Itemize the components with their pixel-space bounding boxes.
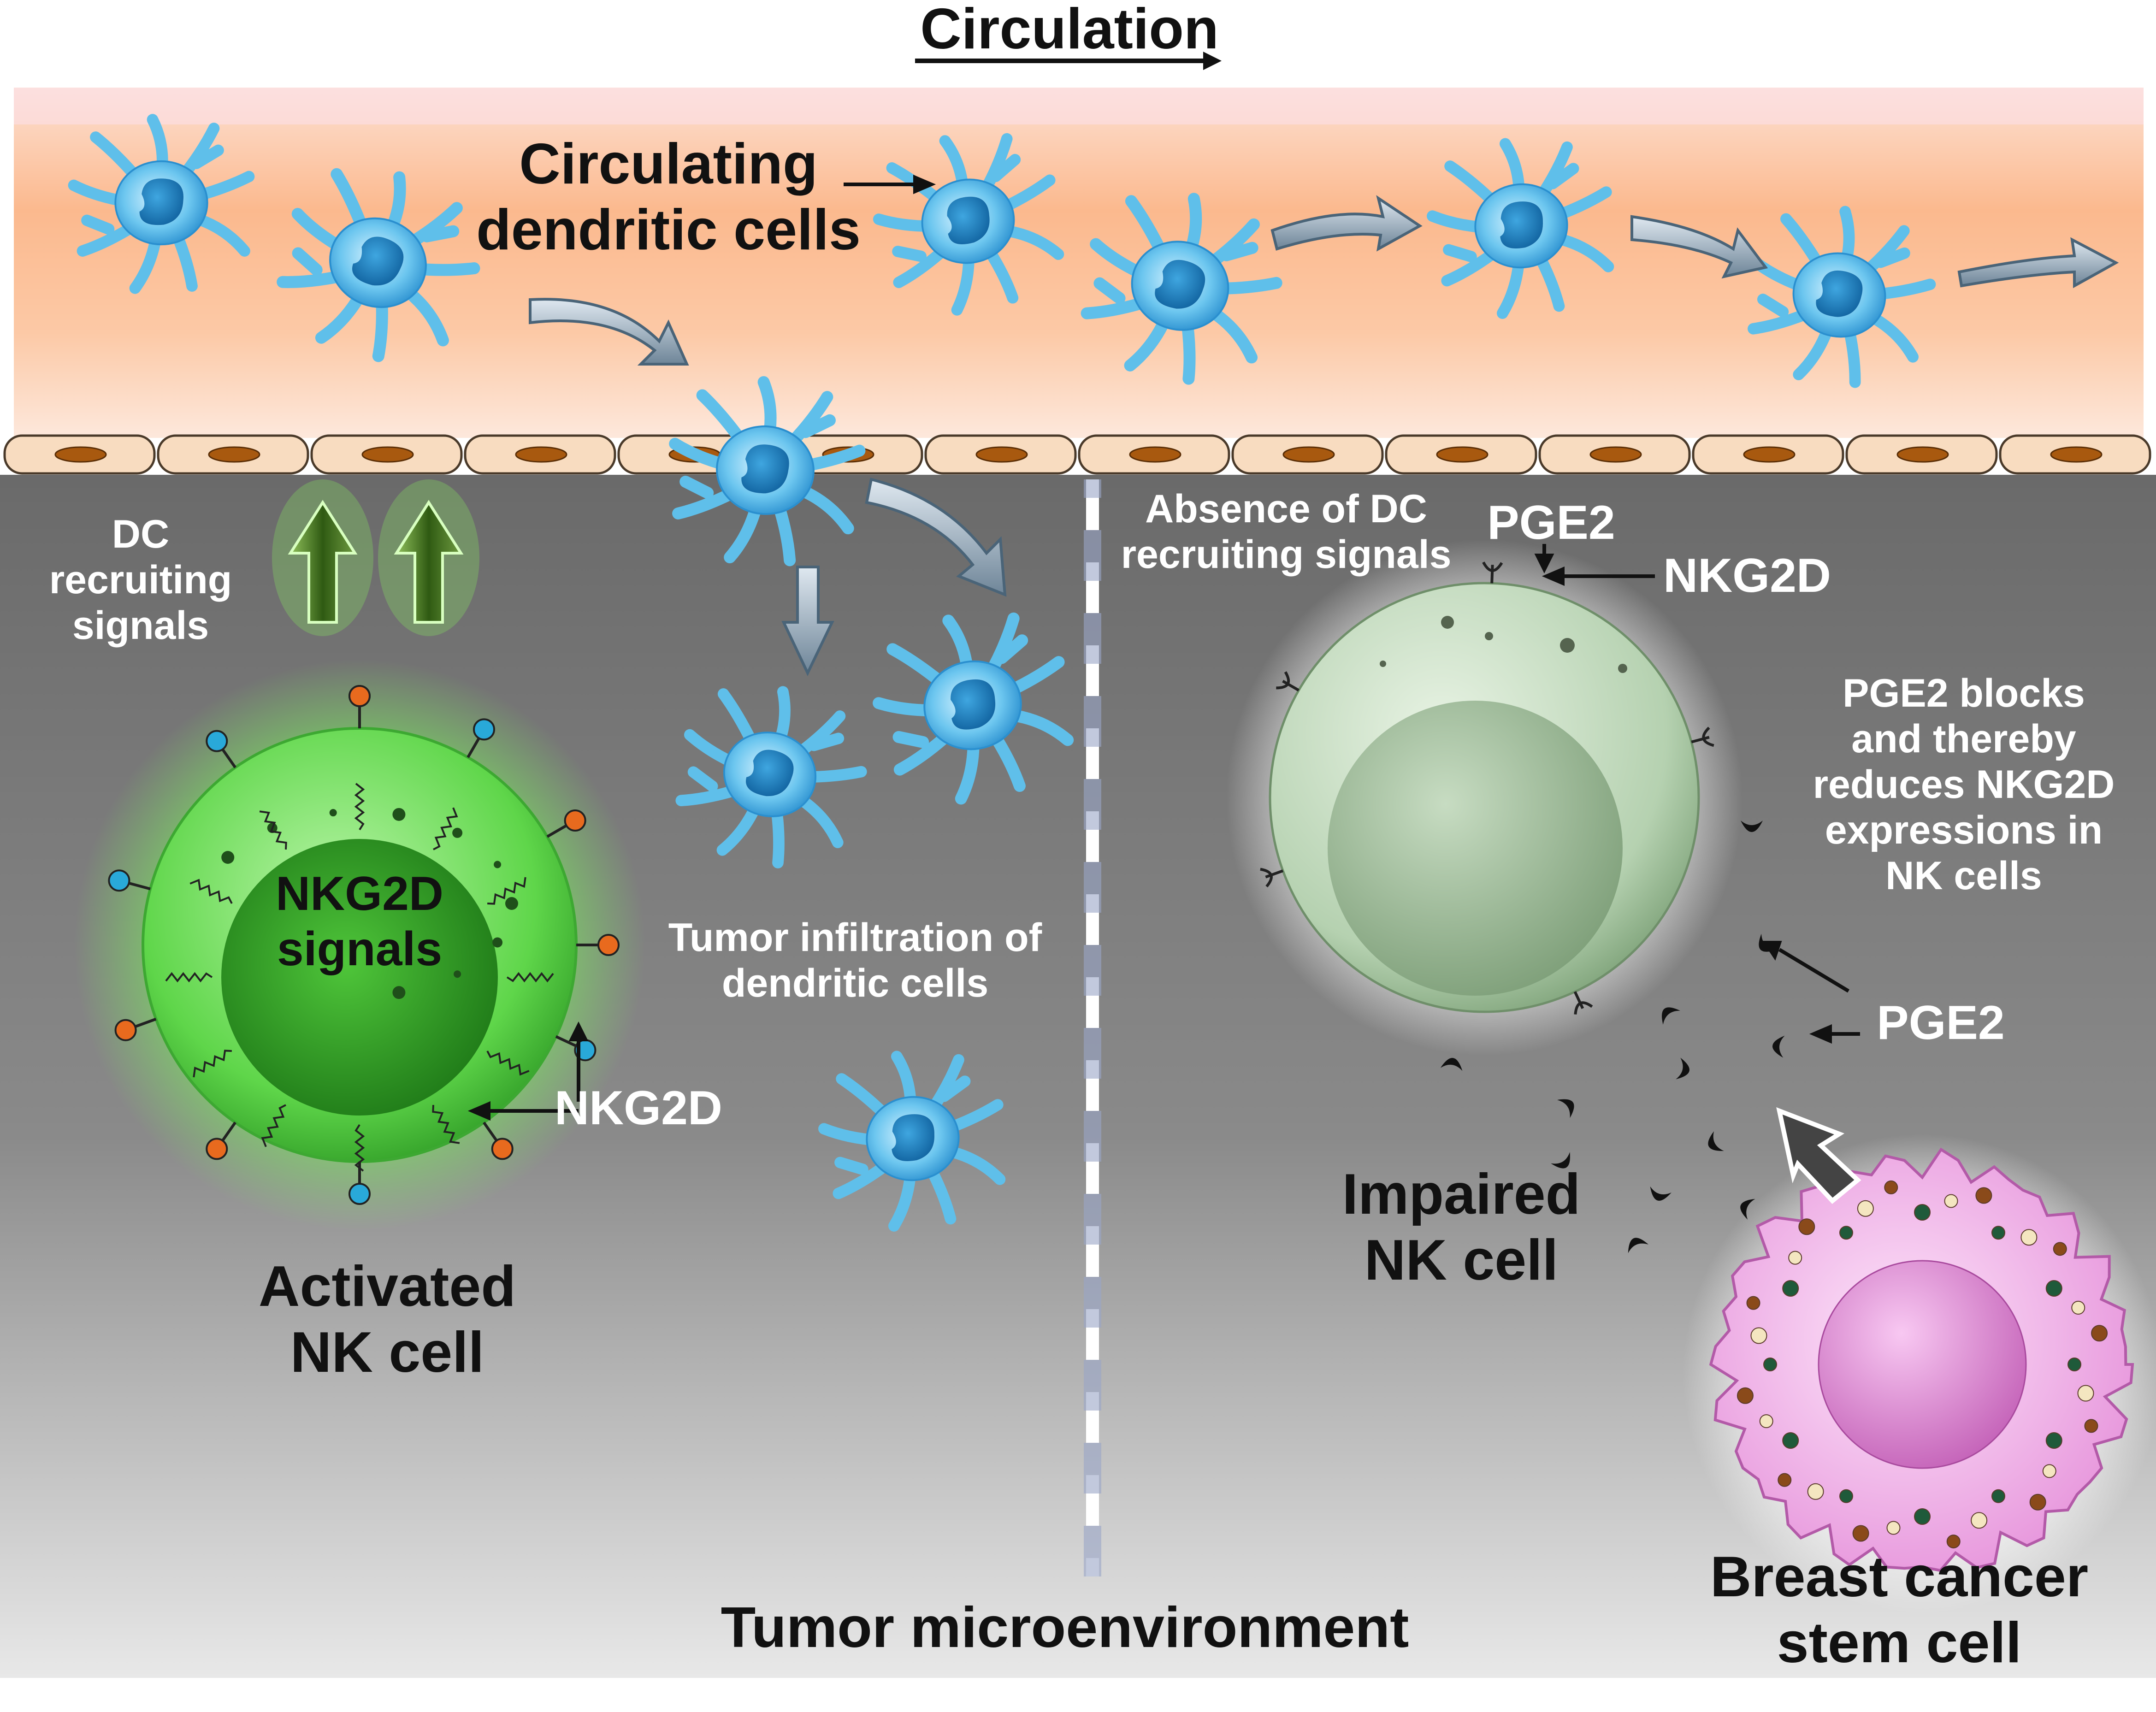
nkg2d-receptor-label-right: NKG2D — [1663, 549, 1831, 602]
pge2-effect-note: PGE2 blocks and thereby reduces NKG2D ex… — [1813, 671, 2115, 898]
label-pointers — [467, 174, 1860, 1121]
tumor-microenvironment-label: Tumor microenvironment — [721, 1596, 1409, 1659]
circulation-arrow-icon — [915, 52, 1222, 70]
activated-nk-cell-title: Activated NK cell — [258, 1255, 516, 1384]
dc-recruiting-arrows — [272, 479, 479, 636]
impaired-nk-cell-icon — [1226, 539, 1743, 1056]
pge2-top-label: PGE2 — [1487, 496, 1615, 549]
impaired-nk-cell-title: Impaired NK cell — [1342, 1163, 1581, 1292]
flow-arrows — [529, 195, 2119, 366]
nkg2d-signals-label: NKG2D signals — [275, 867, 444, 976]
pge2-molecules — [1440, 821, 1785, 1253]
circulating-dc-label: Circulating dendritic cells — [476, 132, 861, 262]
pge2-mid-label: PGE2 — [1877, 996, 2005, 1050]
breast-cancer-stem-cell-title: Breast cancer stem cell — [1710, 1545, 2089, 1675]
dc-recruiting-signals-label: DC recruiting signals — [49, 512, 232, 648]
circulation-label: Circulation — [920, 0, 1219, 61]
tumor-infiltration-label: Tumor infiltration of dendritic cells — [668, 915, 1042, 1005]
cancer-stem-cell-icon — [1683, 1134, 2156, 1613]
pge2-release-arrow-icon — [1776, 1107, 1861, 1204]
activated-nk-cell-icon — [74, 659, 645, 1231]
absence-dc-signals-label: Absence of DC recruiting signals — [1121, 487, 1452, 577]
infiltration-arrows — [781, 478, 1007, 676]
nkg2d-receptor-label-left: NKG2D — [554, 1081, 723, 1135]
endothelial-layer — [3, 434, 2151, 475]
